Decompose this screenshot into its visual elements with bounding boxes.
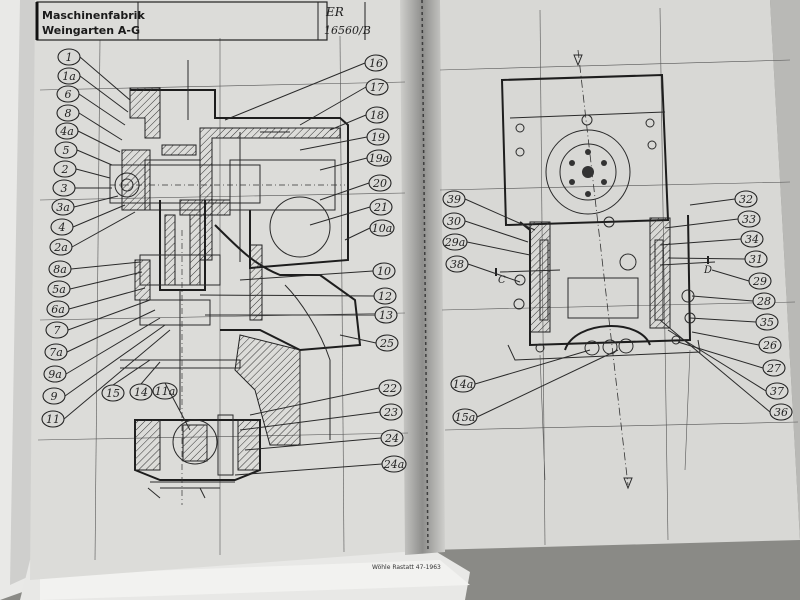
part-label: 39 (447, 193, 461, 206)
part-label: 29 (752, 275, 767, 288)
part-label: 16 (369, 57, 383, 70)
part-label: 19a (369, 152, 390, 165)
part-label: 2a (53, 241, 68, 254)
part-label: 25 (379, 337, 394, 350)
part-label: 10 (377, 265, 391, 278)
part-label: 1a (62, 70, 76, 83)
section-marker-d: D (703, 265, 712, 276)
part-label: 32 (739, 193, 753, 206)
part-label: 5 (63, 144, 70, 157)
company-name-line2: Weingarten A-G (42, 24, 140, 37)
part-label: 21 (373, 201, 388, 214)
part-label: 5a (52, 283, 66, 296)
plan-view: C D (495, 49, 716, 490)
part-label: 27 (766, 362, 781, 375)
part-label: 9a (48, 368, 62, 381)
part-label: 3a (56, 201, 70, 214)
title-block: Maschinenfabrik Weingarten A-G ER 16560/… (35, 1, 371, 41)
part-label: 15 (106, 387, 120, 400)
part-label: 31 (749, 253, 763, 266)
part-labels-left: 1 1a 6 8 4a 5 2 3 3a 4 2a 8a 5a 6a 7 7a … (41, 48, 171, 428)
section-marker-c: C (498, 275, 506, 286)
part-label: 23 (383, 406, 398, 419)
drawing-code-prefix: ER (325, 5, 344, 19)
part-label: 4a (59, 125, 74, 138)
part-label: 33 (742, 213, 756, 226)
part-label: 6a (51, 303, 65, 316)
part-label: 7 (54, 324, 61, 337)
right-page (420, 0, 800, 550)
part-label: 8 (65, 107, 72, 120)
part-labels-bottom: 15 14 11a (101, 359, 191, 431)
part-label: 29a (444, 236, 466, 249)
part-label: 30 (447, 215, 461, 228)
plan-labels-right: 32 33 34 31 29 28 35 26 27 37 36 (659, 190, 793, 421)
part-label: 9 (51, 390, 58, 403)
part-label: 22 (382, 382, 397, 395)
part-label: 15a (455, 411, 476, 424)
footer-stamp: Wöhle Rastatt 47-1963 (372, 564, 441, 571)
part-label: 18 (370, 109, 384, 122)
part-label: 38 (450, 258, 464, 271)
part-label: 19 (371, 131, 385, 144)
part-label: 14a (453, 378, 474, 391)
part-label: 11 (46, 413, 60, 426)
drawing-number: 16560/B (324, 24, 371, 37)
part-label: 2 (61, 163, 69, 176)
part-label: 4 (58, 221, 66, 234)
part-label: 34 (745, 233, 759, 246)
part-label: 14 (134, 386, 148, 399)
page-gutter (400, 0, 445, 555)
part-label: 13 (379, 309, 393, 322)
part-label: 20 (372, 177, 387, 190)
part-label: 3 (61, 182, 68, 195)
part-label: 28 (756, 295, 771, 308)
part-label: 37 (770, 385, 784, 398)
part-label: 24a (383, 458, 405, 471)
part-label: 12 (378, 290, 392, 303)
part-label: 35 (760, 316, 774, 329)
part-label: 11a (155, 385, 176, 398)
part-label: 7a (49, 346, 63, 359)
part-label: 6 (65, 88, 72, 101)
part-label: 8a (53, 263, 67, 276)
part-label: 1 (66, 51, 73, 64)
part-label: 24 (384, 432, 399, 445)
company-name-line1: Maschinenfabrik (42, 9, 145, 22)
part-labels-right: 16 17 18 19 19a 20 21 10a 10 12 13 25 22… (199, 54, 407, 476)
part-label: 36 (774, 406, 788, 419)
plan-labels-left: 39 30 29a 38 14a 15a (442, 190, 619, 426)
part-label: 10a (372, 222, 393, 235)
part-label: 26 (762, 339, 777, 352)
part-label: 17 (370, 81, 384, 94)
left-grid (37, 35, 409, 561)
sectional-view (109, 60, 362, 505)
